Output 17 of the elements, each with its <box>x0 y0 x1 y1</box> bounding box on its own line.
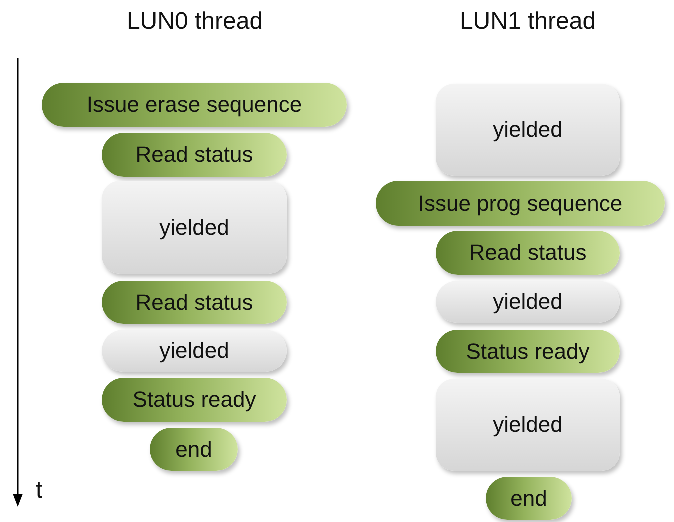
column-heading: LUN0 thread <box>126 8 264 36</box>
step-pill: Issue prog sequence <box>376 181 665 226</box>
yielded-box: yielded <box>436 379 620 471</box>
step-pill: Read status <box>102 133 287 177</box>
step-pill: Issue erase sequence <box>42 83 347 127</box>
step-pill: Status ready <box>102 378 287 422</box>
yielded-box: yielded <box>436 281 620 323</box>
step-pill: end <box>150 428 238 471</box>
step-pill: end <box>486 477 572 520</box>
yielded-box: yielded <box>436 84 620 176</box>
step-pill: Read status <box>436 231 620 275</box>
yielded-box: yielded <box>102 181 287 274</box>
column-heading: LUN1 thread <box>460 8 596 36</box>
step-pill: Status ready <box>436 330 620 373</box>
yielded-box: yielded <box>102 330 287 372</box>
axis-label: t <box>36 477 43 505</box>
step-pill: Read status <box>102 281 287 324</box>
